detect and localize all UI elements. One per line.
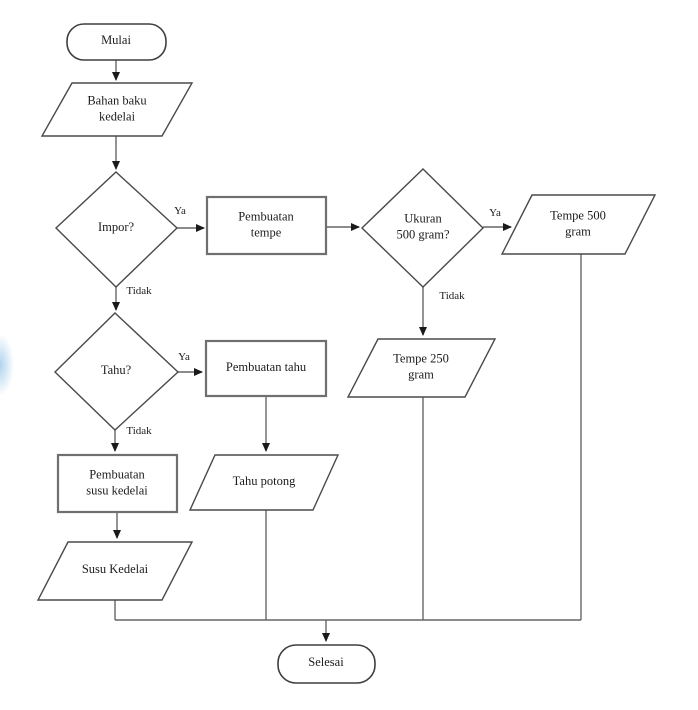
start-terminator-shape <box>66 23 167 61</box>
impor-decision-shape <box>54 171 179 288</box>
left-edge-artifact <box>0 334 14 396</box>
pembuatan-tahu-process-shape <box>204 339 328 398</box>
susu-kedelai-io-shape <box>36 541 194 601</box>
tahu-potong-io-shape <box>188 454 340 511</box>
tahu-decision-shape <box>53 312 180 431</box>
connector-group <box>111 60 582 642</box>
pembuatan-tempe-process-shape <box>205 195 328 256</box>
end-terminator-shape <box>277 644 376 684</box>
tempe-500-io-shape <box>500 194 657 255</box>
pembuatan-susu-process-shape <box>56 453 179 514</box>
tempe-250-io-shape <box>346 338 497 398</box>
ukuran-decision-shape <box>360 168 484 288</box>
shape-group <box>36 23 657 684</box>
bahan-baku-io-shape <box>40 82 194 137</box>
